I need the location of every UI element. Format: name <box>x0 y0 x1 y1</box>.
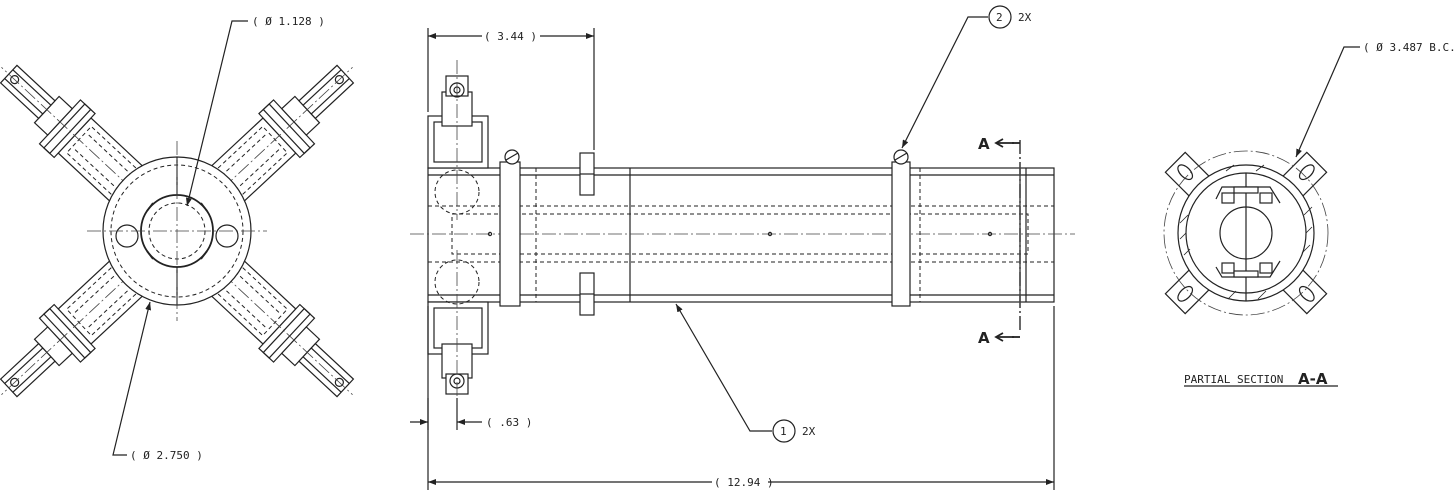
balloon-2-number: 2 <box>996 11 1003 24</box>
section-label-letter: A-A <box>1298 370 1328 388</box>
dimension-flange-offset: ( 3.44 ) <box>484 30 537 43</box>
dimension-inner-diameter: ( Ø 1.128 ) <box>252 15 325 28</box>
dimension-outer-diameter: ( Ø 2.750 ) <box>130 449 203 462</box>
section-mark-bottom: A <box>978 329 990 347</box>
dimension-overall-length: ( 12.94 ) <box>714 476 774 489</box>
end-view <box>0 20 374 456</box>
side-view <box>410 5 1075 490</box>
section-view <box>1163 46 1360 387</box>
dimension-bolt-circle: ( Ø 3.487 B.C.) <box>1363 41 1454 54</box>
balloon-1-number: 1 <box>780 425 787 438</box>
balloon-2-qty: 2X <box>1018 11 1032 24</box>
section-mark-top: A <box>978 135 990 153</box>
section-label-prefix: PARTIAL SECTION <box>1184 373 1283 386</box>
dimension-end-offset: ( .63 ) <box>486 416 532 429</box>
balloon-1-qty: 2X <box>802 425 816 438</box>
